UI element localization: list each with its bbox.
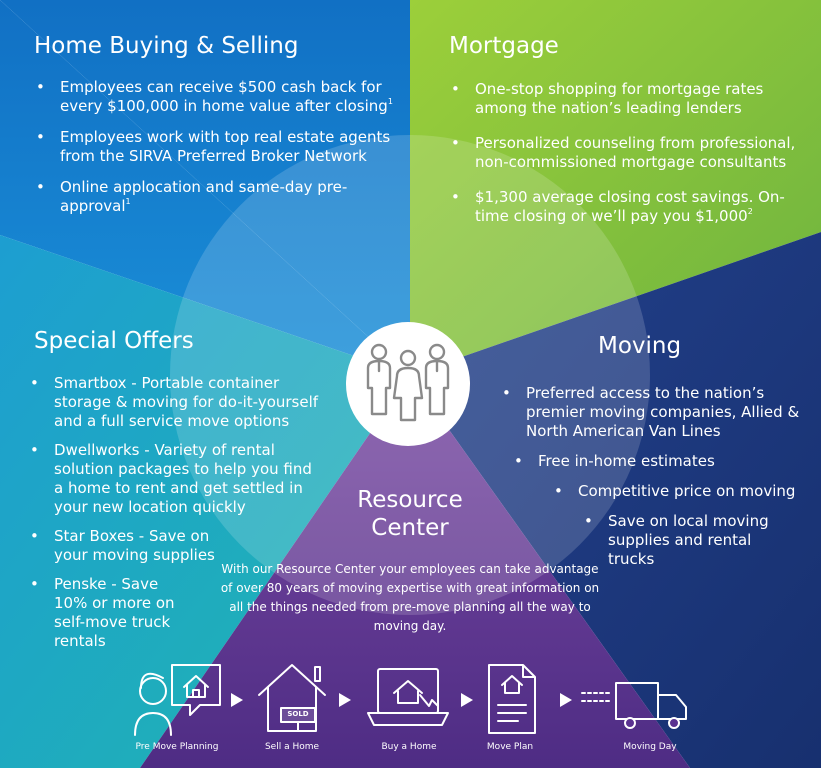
step-label: Pre Move Planning xyxy=(135,742,219,752)
steps-icons xyxy=(134,664,687,736)
moving-title: Moving xyxy=(598,333,682,359)
list-item: Personalized counseling from professiona… xyxy=(449,134,804,172)
list-item: Online applocation and same-day pre-appr… xyxy=(34,178,399,216)
mortgage-list: One-stop shopping for mortgage rates amo… xyxy=(449,80,804,238)
resource-center-title: Resource Center xyxy=(357,487,463,541)
list-item: Employees work with top real estate agen… xyxy=(34,128,399,166)
step-label: Moving Day xyxy=(623,742,677,752)
list-item: Star Boxes - Save on your moving supplie… xyxy=(28,527,234,565)
list-item: Free in-home estimates xyxy=(512,452,800,471)
arrow-icon xyxy=(560,693,572,707)
laptop-house-icon xyxy=(367,668,449,726)
list-item: One-stop shopping for mortgage rates amo… xyxy=(449,80,804,118)
document-house-icon xyxy=(488,664,536,734)
step-label: Sell a Home xyxy=(264,742,320,752)
list-item: Preferred access to the nation’s premier… xyxy=(500,384,800,441)
list-item: Smartbox - Portable container storage & … xyxy=(28,374,328,431)
resource-center-description: With our Resource Center your employees … xyxy=(220,562,600,633)
list-item: Dwellworks - Variety of rental solution … xyxy=(28,441,314,517)
step-label: Buy a Home xyxy=(381,742,437,752)
list-item: Save on local moving supplies and rental… xyxy=(582,512,788,569)
list-item: Penske - Save 10% or more on self-move t… xyxy=(28,575,184,651)
mortgage-title: Mortgage xyxy=(449,33,559,59)
person-thinking-home-icon xyxy=(134,664,221,736)
special-offers-title: Special Offers xyxy=(34,328,194,354)
sold-sign: SOLD xyxy=(287,710,309,718)
resource-center-sector xyxy=(140,375,690,768)
arrow-icon xyxy=(339,693,351,707)
arrow-icon xyxy=(461,693,473,707)
list-item: Competitive price on moving xyxy=(552,482,800,501)
moving-list: Preferred access to the nation’s premier… xyxy=(500,384,800,581)
list-item: Employees can receive $500 cash back for… xyxy=(34,78,399,116)
arrow-icon xyxy=(231,693,243,707)
sold-house-icon xyxy=(258,664,326,732)
home-buying-title: Home Buying & Selling xyxy=(34,33,299,59)
step-label: Move Plan xyxy=(486,742,534,752)
home-buying-list: Employees can receive $500 cash back for… xyxy=(34,78,399,228)
list-item: $1,300 average closing cost savings. On-… xyxy=(449,188,804,226)
moving-truck-icon xyxy=(615,682,687,729)
people-group-icon xyxy=(366,343,450,422)
special-offers-list: Smartbox - Portable container storage & … xyxy=(28,374,328,663)
